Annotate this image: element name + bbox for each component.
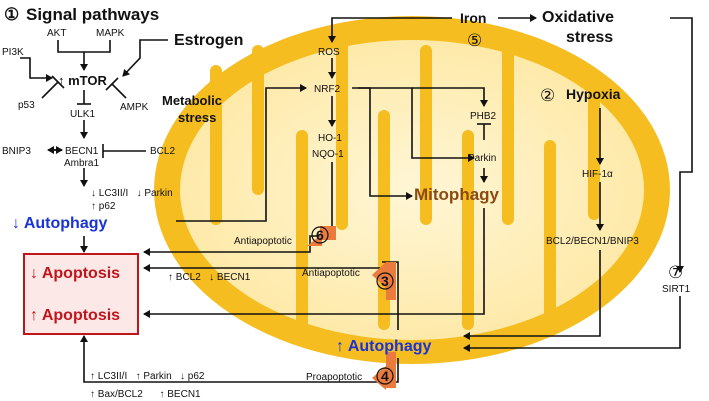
nrf2-node: NRF2 [314, 84, 341, 95]
mito-inner-space [180, 40, 644, 340]
apoptosis-down: ↓ Apoptosis [30, 265, 120, 282]
badge-4-circle [376, 367, 394, 385]
metabolic-label-1: Metabolic [162, 93, 222, 108]
ulk1-node: ULK1 [70, 109, 95, 120]
becn1-node: BECN1 [65, 146, 99, 157]
bcl2-becn1-bnip3-node: BCL2/BECN1/BNIP3 [546, 236, 639, 247]
autophagy-up: ↑ Autophagy [336, 338, 432, 355]
oxidative-label-2: stress [566, 29, 613, 46]
badge-3-circle [376, 272, 394, 290]
hif-node: HIF-1α [582, 169, 613, 180]
lc3-parkin-label: ↓ LC3II/I ↓ Parkin [91, 188, 173, 199]
ros-node: ROS [318, 47, 340, 58]
mapk-node: MAPK [96, 28, 125, 39]
bnip3-node: BNIP3 [2, 146, 31, 157]
ambra1-node: Ambra1 [64, 158, 99, 169]
estrogen-label: Estrogen [174, 32, 243, 49]
badge-6-circle [311, 226, 329, 244]
mito-cristae [210, 40, 600, 330]
antiapoptotic-3-label: Antiapoptotic [302, 268, 360, 279]
ampk-node: AMPK [120, 102, 149, 113]
bottom-markers-line1: ↑ LC3II/I ↑ Parkin ↓ p62 [90, 371, 205, 382]
pi3k-node: PI3K [2, 47, 24, 58]
p53-node: p53 [18, 100, 35, 111]
bcl2-node: BCL2 [150, 146, 175, 157]
apoptosis-up: ↑ Apoptosis [30, 307, 120, 324]
badge-3-number: 3 [381, 273, 389, 289]
mitochondrion [154, 16, 670, 364]
autophagy-down: ↓ Autophagy [12, 215, 108, 232]
metabolic-label-2: stress [178, 110, 216, 125]
signal-num: ① [4, 5, 19, 24]
iron-num: ⑤ [467, 31, 482, 50]
mtor-node: ↑ mTOR [58, 73, 107, 88]
sirt1-node: SIRT1 [662, 284, 691, 295]
sirt-num: ⑦ [668, 263, 683, 282]
signal-title: Signal pathways [26, 5, 159, 24]
p62-label: ↑ p62 [91, 201, 116, 212]
badge-4-number: 4 [381, 368, 389, 384]
connector-lines [20, 14, 693, 383]
hypoxia-label: Hypoxia [566, 86, 621, 102]
antiapoptotic-6-label: Antiapoptotic [234, 236, 292, 247]
bottom-markers-line2: ↑ Bax/BCL2 ↑ BECN1 [90, 389, 201, 400]
parkin-node: Parkin [468, 153, 496, 164]
iron-label: Iron [460, 10, 486, 26]
phb2-node: PHB2 [470, 111, 497, 122]
badge-6-number: 6 [316, 227, 324, 243]
bcl2-becn1-mid-label: ↑ BCL2 ↓ BECN1 [168, 272, 251, 283]
hypoxia-num: ② [540, 86, 555, 105]
proapoptotic-4-label: Proapoptotic [306, 372, 362, 383]
mitophagy-node: Mitophagy [414, 185, 500, 204]
akt-node: AKT [47, 28, 66, 39]
apoptosis-box [23, 253, 139, 335]
ho1-node: HO-1 [318, 133, 342, 144]
oxidative-label-1: Oxidative [542, 9, 614, 26]
nqo1-node: NQO-1 [312, 149, 344, 160]
